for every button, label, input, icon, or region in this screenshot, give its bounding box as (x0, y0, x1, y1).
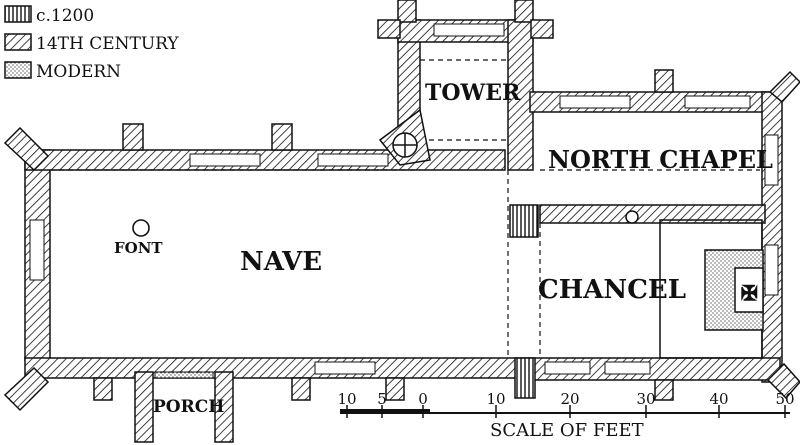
nave-south-buttress-1 (93, 377, 113, 401)
window (189, 153, 261, 167)
legend-label-c1200: c.1200 (36, 6, 94, 26)
window (604, 361, 651, 375)
scale-tick-label: 40 (709, 390, 728, 408)
scale-tick-label: 10 (486, 390, 505, 408)
sw-buttress (3, 366, 50, 412)
tower-stair (378, 108, 431, 166)
room-label-chancel: CHANCEL (538, 275, 686, 305)
chancel-arch-north-pier (509, 204, 539, 238)
dashed-lines (50, 59, 760, 373)
legend-label-modern: MODERN (36, 62, 121, 82)
room-labels: TOWER NORTH CHAPEL NAVE CHANCEL PORCH FO… (114, 80, 773, 417)
tower-nw-buttress-a (397, 0, 417, 23)
chapel-north-buttress (654, 69, 674, 93)
chancel-arch-south-pier (514, 357, 536, 399)
modern-fabric (154, 371, 214, 379)
room-label-tower: TOWER (425, 80, 521, 106)
porch-modern-bench (154, 371, 214, 379)
font-label: FONT (114, 239, 163, 257)
room-label-north-chapel: NORTH CHAPEL (548, 145, 773, 174)
c1200-fabric (509, 204, 539, 399)
walls (3, 0, 800, 443)
windows (29, 23, 779, 375)
window (559, 95, 631, 109)
porch-west-wall (134, 371, 154, 443)
room-label-nave: NAVE (240, 247, 322, 277)
scale-tick-label: 10 (337, 390, 356, 408)
legend-item-c1200: c.1200 (4, 5, 94, 26)
nave-south-buttress-2 (291, 377, 311, 401)
ne-buttress (768, 70, 800, 104)
window (764, 134, 779, 186)
scale-tick-label: 30 (636, 390, 655, 408)
nw-buttress (3, 126, 50, 172)
tower-ne-buttress-b (530, 19, 554, 39)
nave-north-buttress-2 (271, 123, 293, 151)
window (684, 95, 751, 109)
nave-north-buttress-1 (122, 123, 144, 151)
nave-north-wall (24, 149, 506, 171)
se-buttress (766, 362, 800, 400)
window (433, 23, 505, 37)
tower-ne-buttress-a (514, 0, 534, 23)
scale-title: SCALE OF FEET (490, 420, 644, 441)
altar-mensa (734, 267, 764, 313)
legend-label-14th-century: 14TH CENTURY (36, 34, 179, 54)
room-label-porch: PORCH (153, 397, 224, 417)
chancel-south-buttress (654, 379, 674, 401)
window (317, 153, 389, 167)
scale-tick-label: 5 (377, 390, 387, 408)
window (29, 219, 45, 281)
piscina-icon (625, 210, 639, 224)
window (314, 361, 376, 375)
scale-tick-label: 50 (775, 390, 794, 408)
tower-nw-buttress-b (377, 19, 401, 39)
altar-area: ✠ (659, 219, 764, 359)
nave-south-wall (24, 357, 531, 379)
consecration-cross-icon: ✠ (741, 281, 758, 305)
legend: c.1200 14TH CENTURY MODERN (4, 5, 179, 82)
scale-tick-label: 0 (418, 390, 428, 408)
legend-item-14th-century: 14TH CENTURY (4, 33, 179, 54)
font-icon (132, 219, 150, 237)
scale-tick-label: 20 (560, 390, 579, 408)
nave-south-buttress-3 (385, 377, 405, 401)
porch-east-wall (214, 371, 234, 443)
window (544, 361, 591, 375)
window (764, 244, 779, 296)
legend-item-modern: MODERN (4, 61, 121, 82)
